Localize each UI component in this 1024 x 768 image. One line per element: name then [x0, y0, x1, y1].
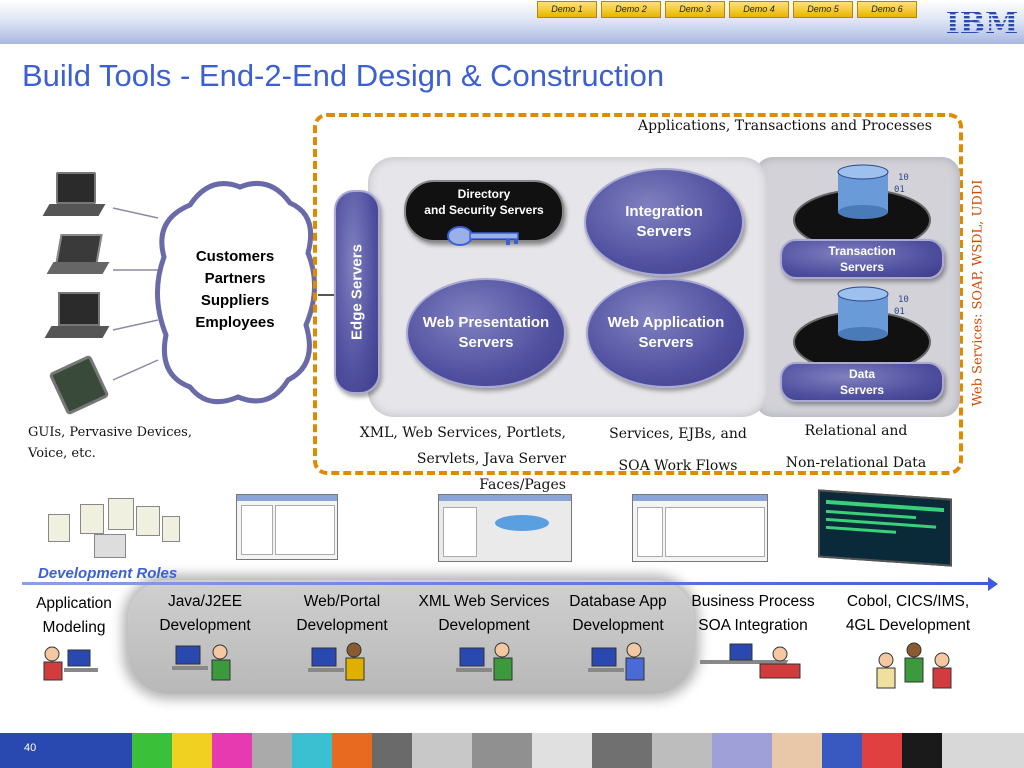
process-tool-thumbnail — [632, 494, 768, 562]
page-number: 40 — [24, 742, 37, 754]
applications-label: Applications, Transactions and Processes — [637, 118, 932, 134]
web-tool-thumbnail — [438, 494, 572, 562]
workstation-icon — [44, 292, 110, 344]
developer-team-icon — [876, 642, 952, 689]
header-bar — [0, 0, 1024, 44]
transaction-database-icon: 10 01 — [793, 164, 931, 250]
cloud-connector-line — [318, 294, 336, 296]
svg-text:10: 10 — [898, 295, 909, 305]
edge-servers-node: Edge Servers — [334, 190, 380, 394]
developer-icon — [172, 644, 231, 681]
developer-icon — [700, 643, 801, 679]
terminal-tool-thumbnail — [818, 489, 952, 567]
demo-tab-4[interactable]: Demo 4 — [729, 1, 789, 18]
web-presentation-servers-node: Web Presentation Servers — [406, 278, 566, 388]
ibm-logo: IBM — [947, 6, 1017, 38]
svg-text:10: 10 — [898, 173, 909, 183]
data-tier-caption: Relational and Non-relational Data — [785, 423, 927, 471]
role-cobol-cics: Cobol, CICS/IMS,4GL Development — [845, 593, 971, 634]
svg-text:IBM: IBM — [947, 6, 1017, 38]
application-boundary-box — [313, 113, 963, 475]
development-roles-label: Development Roles — [38, 565, 178, 582]
modeling-diagram-thumbnail — [44, 492, 180, 558]
key-icon — [447, 226, 519, 246]
devices-caption: GUIs, Pervasive Devices, Voice, etc. — [28, 425, 192, 461]
integration-servers-node: Integration Servers — [584, 168, 744, 276]
directory-security-servers-node: Directory and Security Servers — [404, 180, 564, 242]
developer-icon — [308, 642, 365, 681]
data-database-icon: 10 01 — [793, 286, 931, 372]
web-services-label: Web Services: SOAP, WSDL, UDDI — [970, 179, 986, 406]
demo-tab-2[interactable]: Demo 2 — [601, 1, 661, 18]
transaction-servers-node: Transaction Servers — [780, 239, 944, 279]
demo-tab-6[interactable]: Demo 6 — [857, 1, 917, 18]
developer-icon — [43, 646, 98, 681]
user-cloud-shape — [155, 181, 318, 405]
svg-text:01: 01 — [894, 307, 905, 317]
application-tier-caption: Services, EJBs, and SOA Work Flows — [609, 426, 747, 474]
footer-image-strip — [132, 733, 1024, 768]
timeline-arrow — [22, 582, 992, 585]
developer-icon — [456, 642, 513, 681]
developer-icon — [588, 642, 645, 681]
demo-tab-5[interactable]: Demo 5 — [793, 1, 853, 18]
user-types-list: Customers Partners Suppliers Employees — [195, 248, 275, 331]
demo-tab-1[interactable]: Demo 1 — [537, 1, 597, 18]
demo-tab-3[interactable]: Demo 3 — [665, 1, 725, 18]
page-title: Build Tools - End-2-End Design & Constru… — [22, 58, 665, 93]
data-servers-node: Data Servers — [780, 362, 944, 402]
laptop-icon — [46, 232, 110, 282]
arrow-head-icon — [988, 577, 998, 591]
svg-text:01: 01 — [894, 185, 905, 195]
connection-arrows-icon — [112, 207, 159, 381]
java-ide-thumbnail — [236, 494, 338, 560]
web-application-servers-node: Web Application Servers — [586, 278, 746, 388]
pda-device-icon — [48, 354, 110, 416]
desktop-computer-icon — [42, 172, 106, 222]
presentation-tier-caption: XML, Web Services, Portlets, Servlets, J… — [359, 425, 566, 493]
